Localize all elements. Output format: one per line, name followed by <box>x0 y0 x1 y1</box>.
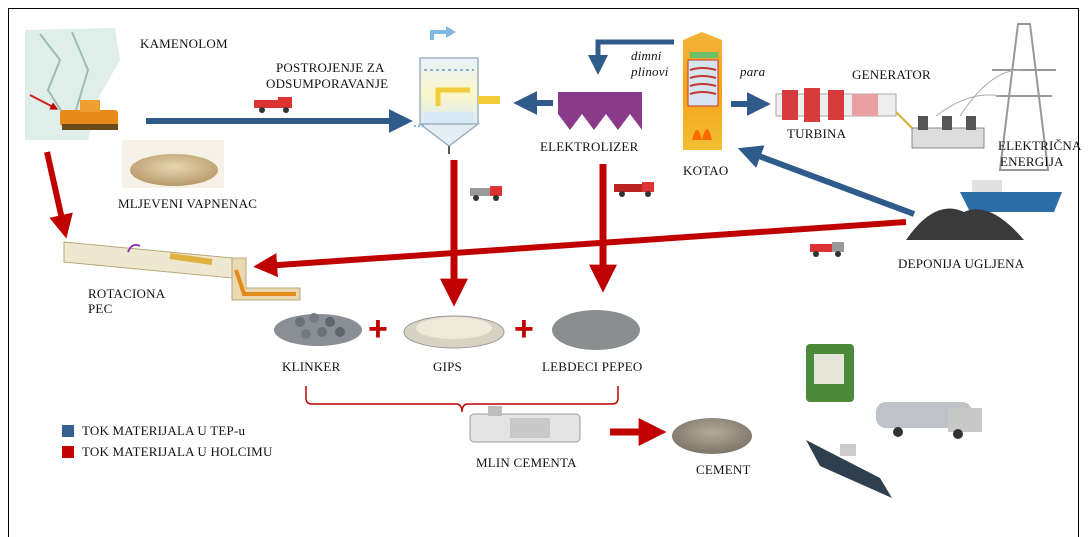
cement-products <box>806 344 982 498</box>
label-mlin-cementa: MLIN CEMENTA <box>476 455 577 470</box>
plus-operator-2: + <box>514 310 534 348</box>
desulfurization-tower <box>414 26 500 154</box>
arrow-quarry-to-kiln <box>44 151 73 239</box>
label-pec: PEC <box>88 301 113 316</box>
truck-icons <box>254 97 844 257</box>
coal-pile-image <box>906 208 1024 240</box>
label-lebdeci-pepeo: LEBDECI PEPEO <box>542 359 643 374</box>
limestone-powder-image <box>122 140 224 188</box>
label-para: para <box>740 64 766 79</box>
turbine-turbina <box>775 88 913 129</box>
legend-red-label: TOK MATERIJALA U HOLCIMU <box>82 444 273 459</box>
diagram-frame <box>8 8 1079 537</box>
label-energija: ENERGIJA <box>1000 154 1064 169</box>
label-mljeveni-vapnenac: MLJEVENI VAPNENAC <box>118 196 258 211</box>
quarry-illustration <box>25 28 120 140</box>
label-kotao: KOTAO <box>683 163 729 178</box>
label-turbina: TURBINA <box>787 126 847 141</box>
red-flow-arrows <box>44 151 907 446</box>
products-bracket <box>305 386 619 413</box>
coal-ship-image <box>960 180 1062 212</box>
label-deponija-ugljena: DEPONIJA UGLJENA <box>898 256 1025 271</box>
label-postrojenje-1: POSTROJENJE ZA <box>276 60 385 75</box>
label-postrojenje-2: ODSUMPORAVANJE <box>266 76 389 91</box>
legend-blue-label: TOK MATERIJALA U TEP-u <box>82 423 246 438</box>
cement-mill <box>469 406 581 443</box>
lebdeci-pepeo-pile <box>552 310 640 350</box>
electrolizer-unit <box>558 92 642 130</box>
label-plinovi: plinovi <box>631 64 669 79</box>
arrow-coal-to-kotao <box>737 145 916 217</box>
arrow-dimni-plinovi <box>588 39 674 75</box>
cement-pile <box>672 418 752 454</box>
label-elektrolizer: ELEKTROLIZER <box>540 139 639 154</box>
rotary-kiln <box>63 241 301 301</box>
arrow-coal-to-kiln <box>253 219 907 278</box>
label-cement: CEMENT <box>696 462 751 477</box>
label-gips: GIPS <box>433 359 462 374</box>
plus-operator-1: + <box>368 310 388 348</box>
boiler-kotao <box>683 32 722 150</box>
label-elektricna: ELEKTRIČNA <box>998 138 1082 153</box>
gips-pile-top <box>416 317 492 339</box>
label-rotaciona: ROTACIONA <box>88 286 166 301</box>
label-klinker: KLINKER <box>282 359 341 374</box>
label-kamenolom: KAMENOLOM <box>140 36 228 51</box>
klinker-grains <box>295 313 345 339</box>
transformer-and-pylon <box>911 23 1056 171</box>
legend-red-swatch <box>62 446 74 458</box>
legend-blue-swatch <box>62 425 74 437</box>
blue-flow-arrows <box>146 39 916 217</box>
label-generator: GENERATOR <box>852 67 931 82</box>
label-dimni: dimni <box>631 48 662 63</box>
